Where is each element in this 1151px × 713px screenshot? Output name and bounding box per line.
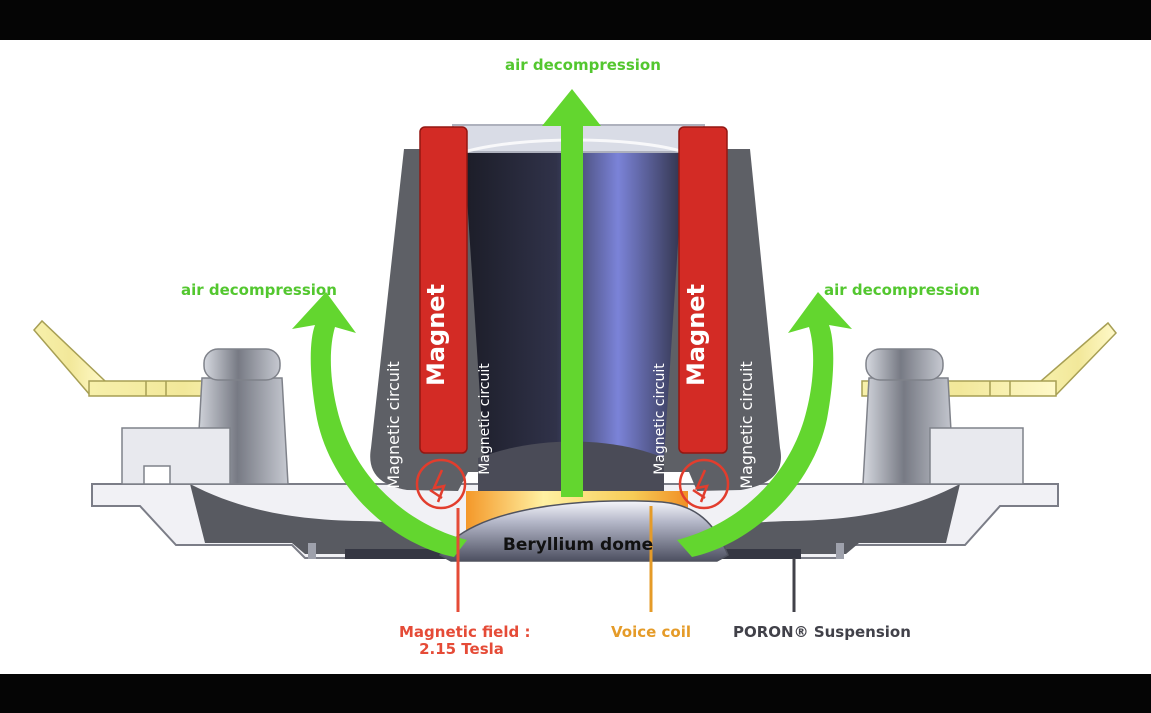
voice-coil-label: Voice coil xyxy=(611,623,692,641)
magnetic-circuit-inner-left-label: Magnetic circuit xyxy=(477,363,493,475)
left-bowl-shape xyxy=(190,484,452,554)
right-terminal-block xyxy=(929,427,1024,485)
left-post-cap xyxy=(203,348,281,381)
air-decompression-left-label: air decompression xyxy=(181,281,337,299)
right-magnet-label: Magnet xyxy=(682,284,710,386)
tweeter-cross-section-diagram: Magnet Magnet Magnetic circuit Magnetic … xyxy=(0,40,1151,674)
magnetic-field-label-line1: Magnetic field : xyxy=(399,623,531,641)
left-lightning-circle-icon xyxy=(415,458,467,510)
right-small-slot xyxy=(836,543,844,559)
right-lightning-circle-icon xyxy=(678,458,730,510)
right-air-arrow xyxy=(677,292,852,557)
left-magnet-label: Magnet xyxy=(422,284,450,386)
magnetic-field-label-line2: 2.15 Tesla xyxy=(419,640,504,659)
right-post-cap xyxy=(865,348,944,381)
beryllium-dome-label: Beryllium dome xyxy=(503,535,653,555)
left-magnet xyxy=(419,126,468,454)
left-bottom-slot xyxy=(345,549,448,559)
right-bowl-shape xyxy=(699,484,960,554)
left-terminal-block xyxy=(121,427,231,485)
right-bottom-slot xyxy=(721,549,801,559)
diagram-drawing: Magnet Magnet Magnetic circuit Magnetic … xyxy=(33,89,1117,612)
air-decompression-top-label: air decompression xyxy=(505,56,661,74)
center-air-arrow xyxy=(542,89,601,497)
magnetic-field-label: Magnetic field : 2.15 Tesla xyxy=(399,623,531,659)
magnetic-circuit-outer-right-label: Magnetic circuit xyxy=(737,361,756,488)
air-decompression-right-label: air decompression xyxy=(824,281,980,299)
magnetic-circuit-inner-right-label: Magnetic circuit xyxy=(652,363,668,475)
left-small-slot xyxy=(308,543,316,559)
poron-suspension-label: PORON® Suspension xyxy=(733,623,911,641)
left-air-arrow xyxy=(292,292,467,557)
right-magnet xyxy=(678,126,728,454)
magnetic-circuit-outer-left-label: Magnetic circuit xyxy=(384,361,403,488)
